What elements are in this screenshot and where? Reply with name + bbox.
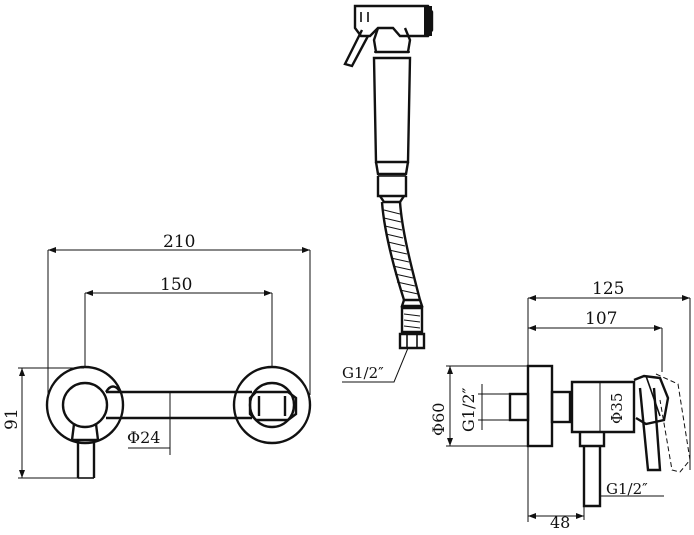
outlet-thread-label: G1/2″ <box>606 480 648 498</box>
side-view: 125 107 Φ60 G1/2″ Φ35 <box>429 279 691 532</box>
dim-height: 91 <box>2 367 84 479</box>
dim-outlet-offset: 48 <box>527 446 584 532</box>
dim-overall-width: 210 <box>47 232 311 395</box>
depth-total-label: 125 <box>592 279 624 299</box>
side-valve-body: Φ35 <box>550 374 670 434</box>
connecting-pipe <box>104 385 252 420</box>
dim-center-distance: 150 <box>84 275 273 368</box>
overall-width-label: 210 <box>163 232 195 252</box>
dim-depth-body: 107 <box>528 309 663 372</box>
side-outlet: G1/2″ <box>578 432 664 520</box>
front-valve-body <box>70 423 100 479</box>
dim-depth-total: 125 <box>527 279 691 470</box>
hose-thread-label: G1/2″ <box>342 364 384 382</box>
depth-body-label: 107 <box>585 309 617 329</box>
hose-holder <box>232 365 312 445</box>
height-label: 91 <box>2 408 22 430</box>
shower-head <box>343 4 434 68</box>
hose-thread-callout: G1/2″ <box>342 347 409 383</box>
inlet-thread-label: G1/2″ <box>459 387 478 432</box>
shower-hose <box>380 201 424 308</box>
outlet-offset-label: 48 <box>550 513 570 530</box>
wall-flange: Φ60 <box>429 364 554 448</box>
side-lever <box>638 373 691 473</box>
body-diameter-label: Φ35 <box>608 393 626 424</box>
shower-grip <box>372 27 412 204</box>
handle-diameter-callout: Φ24 <box>127 392 171 455</box>
hand-shower: G1/2″ <box>342 4 434 383</box>
center-distance-label: 150 <box>160 275 192 295</box>
valve-escutcheon <box>45 365 125 445</box>
handle-diameter-label: Φ24 <box>127 428 160 447</box>
front-view: 210 150 91 <box>2 232 312 479</box>
inlet-thread: G1/2″ <box>459 384 530 432</box>
hose-nut <box>398 306 426 350</box>
flange-diameter-label: Φ60 <box>429 403 448 436</box>
